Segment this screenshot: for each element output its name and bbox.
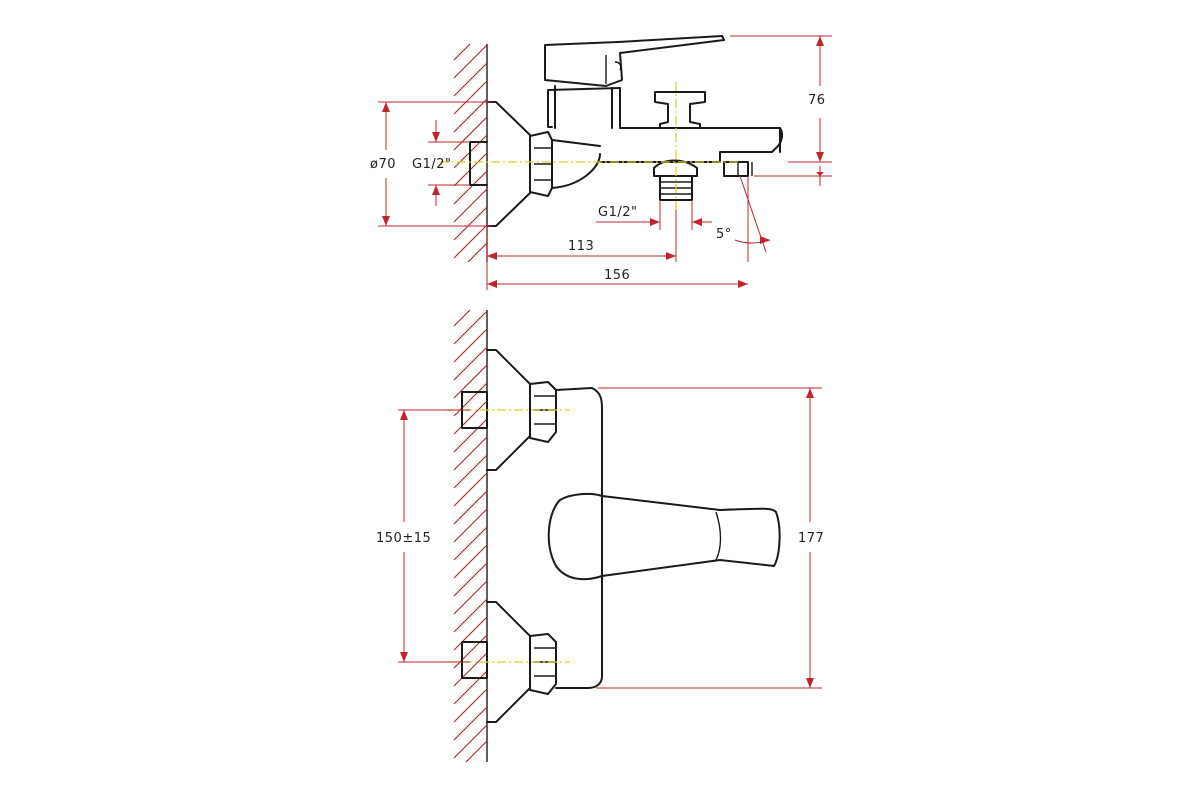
- upper-hex-nut: [529, 381, 557, 443]
- label-diameter-70: ø70: [370, 157, 396, 172]
- dim-g12-outlet: G1/2": [596, 200, 712, 230]
- dim-177: 177: [596, 387, 824, 689]
- upper-inlet: [461, 349, 557, 471]
- spout-aerator: [723, 161, 749, 177]
- dim-g12-inlet: G1/2": [412, 120, 470, 206]
- eccentric-connector: [551, 139, 601, 189]
- label-150-15: 150±15: [376, 531, 431, 546]
- inlet-pipe: [469, 141, 488, 186]
- lever-handle: [544, 35, 725, 87]
- label-113: 113: [568, 239, 594, 254]
- dim-150-15: 150±15: [376, 409, 470, 663]
- front-view: 150±15 177: [376, 309, 824, 763]
- diverter-knob: [654, 91, 706, 129]
- dim-angle-5: 5°: [716, 175, 771, 262]
- upper-pipe: [461, 391, 488, 429]
- dim-156: 156: [487, 268, 748, 288]
- wall-hatch-bottom: [453, 309, 488, 763]
- lower-pipe: [461, 641, 488, 679]
- dim-diameter-70: ø70: [370, 101, 492, 227]
- label-angle-5: 5°: [716, 227, 732, 242]
- label-g12-inlet: G1/2": [412, 157, 451, 172]
- dim-spout: [754, 166, 832, 186]
- dim-76: 76: [730, 35, 832, 163]
- lever-front: [547, 492, 781, 581]
- mixer-body: [547, 87, 784, 163]
- lower-hex-nut: [529, 633, 557, 695]
- label-76: 76: [808, 93, 826, 108]
- side-view: 76 ø70 G1/2": [370, 35, 832, 290]
- dim-113: 113: [486, 210, 677, 290]
- label-177: 177: [798, 531, 824, 546]
- label-156: 156: [604, 268, 630, 283]
- mixer-body-front: [555, 387, 603, 689]
- label-g12-outlet: G1/2": [598, 205, 637, 220]
- escutcheon: [486, 101, 531, 227]
